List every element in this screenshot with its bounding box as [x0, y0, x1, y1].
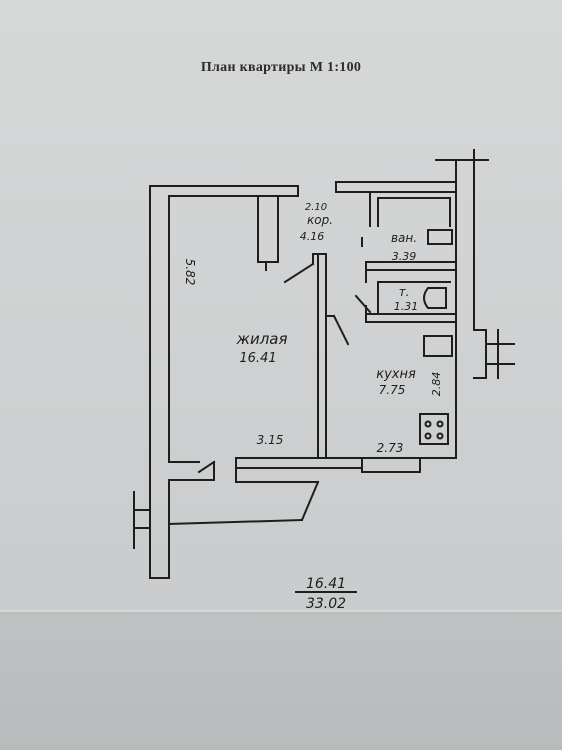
total-area: 33.02	[306, 596, 346, 612]
top-right-wall	[335, 181, 457, 247]
kitchen-sink	[423, 335, 453, 357]
toilet-area: 1.31	[394, 300, 419, 313]
left-outer-wall	[149, 185, 299, 579]
living-room-area: 16.41	[239, 351, 276, 366]
living-room-width: 3.15	[257, 433, 284, 447]
bathroom-walls	[365, 191, 457, 283]
plan-title: План квартиры М 1:100	[200, 60, 362, 75]
vent-block	[257, 195, 279, 271]
corridor-name: кор.	[307, 213, 333, 227]
paper-fold	[0, 610, 562, 614]
total-living-area: 16.41	[306, 576, 346, 592]
kitchen-name: кухня	[376, 367, 416, 382]
paper-lower-part	[0, 614, 562, 750]
kitchen-width: 2.73	[377, 441, 404, 455]
living-room-length: 5.82	[183, 259, 197, 286]
kitchen-stove	[419, 413, 449, 445]
corridor-width: 2.10	[305, 202, 327, 213]
toilet-walls	[354, 281, 457, 323]
kitchen-area: 7.75	[379, 383, 406, 397]
entrance-wall	[133, 460, 216, 579]
kitchen-depth: 2.84	[430, 372, 443, 397]
bathroom-area: 3.39	[392, 250, 417, 263]
partition-wall	[283, 253, 350, 459]
living-room-name: жилая	[235, 330, 287, 348]
toilet-name: т.	[399, 285, 410, 299]
bathroom-name: ван.	[391, 231, 417, 245]
bottom-wall-window	[167, 457, 457, 526]
right-outer-wall	[435, 149, 515, 459]
corridor-area: 4.16	[300, 230, 325, 243]
